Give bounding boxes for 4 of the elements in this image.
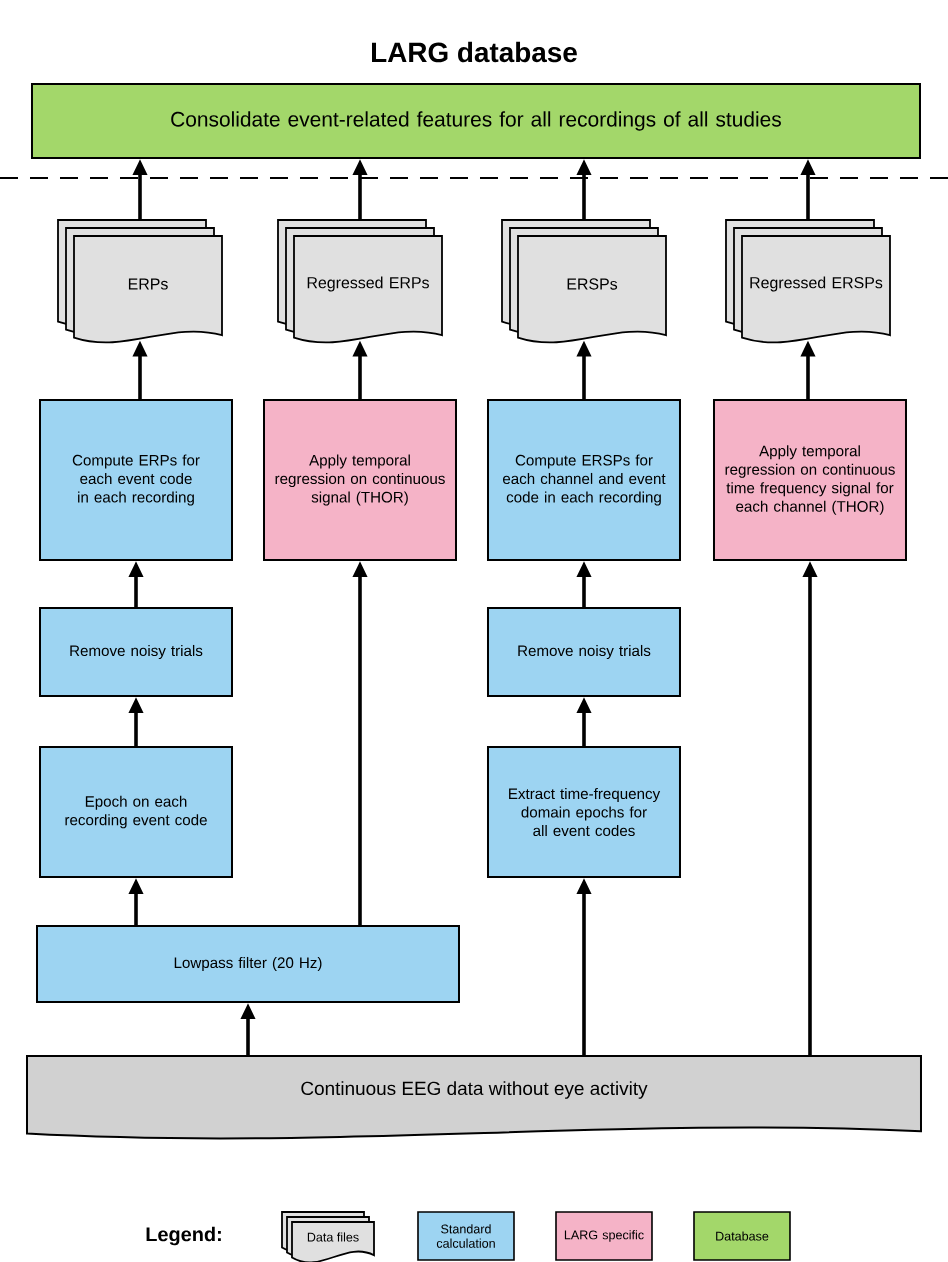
- legend-heading: Legend:: [146, 1226, 221, 1246]
- database-box: Consolidate event-related features for all recordings of all studies: [31, 83, 921, 159]
- data-band: Continuous EEG data without eye activity: [26, 1055, 922, 1140]
- title: LARG database: [372, 41, 577, 63]
